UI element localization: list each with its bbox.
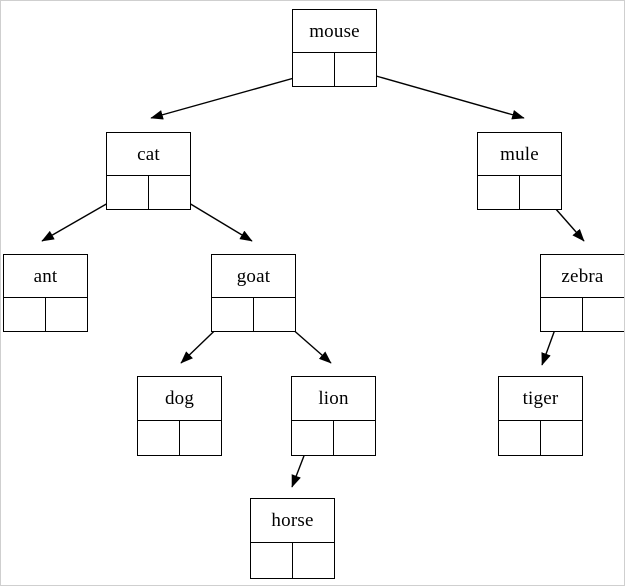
right-pointer-cell-horse[interactable]	[293, 543, 334, 578]
right-pointer-cell-lion[interactable]	[334, 421, 375, 455]
right-pointer-cell-goat[interactable]	[254, 298, 295, 331]
left-pointer-cell-goat[interactable]	[212, 298, 254, 331]
tree-node-goat[interactable]: goat	[211, 254, 296, 332]
tree-node-cat[interactable]: cat	[106, 132, 191, 210]
node-label-mule: mule	[500, 143, 539, 165]
node-pointers-mule	[478, 175, 561, 209]
node-label-mouse: mouse	[309, 20, 360, 42]
left-pointer-cell-horse[interactable]	[251, 543, 293, 578]
node-pointers-dog	[138, 420, 221, 455]
tree-node-lion[interactable]: lion	[291, 376, 376, 456]
node-label-tiger: tiger	[522, 388, 559, 409]
tree-node-zebra[interactable]: zebra	[540, 254, 624, 332]
node-pointers-tiger	[499, 420, 582, 455]
node-label-ant: ant	[33, 265, 58, 287]
left-pointer-cell-cat[interactable]	[107, 176, 149, 209]
left-pointer-cell-lion[interactable]	[292, 421, 334, 455]
tree-node-dog[interactable]: dog	[137, 376, 222, 456]
tree-node-tiger[interactable]: tiger	[498, 376, 583, 456]
right-pointer-cell-cat[interactable]	[149, 176, 190, 209]
tree-node-ant[interactable]: ant	[3, 254, 88, 332]
right-pointer-cell-dog[interactable]	[180, 421, 221, 455]
node-pointers-cat	[107, 175, 190, 209]
node-pointers-lion	[292, 420, 375, 455]
node-label-cat: cat	[137, 143, 160, 165]
edge-mouse-left-to-cat	[150, 72, 313, 120]
tree-node-mouse[interactable]: mouse	[292, 9, 377, 87]
left-pointer-cell-mule[interactable]	[478, 176, 520, 209]
node-pointers-horse	[251, 542, 334, 578]
right-pointer-cell-mouse[interactable]	[335, 53, 376, 86]
node-pointers-goat	[212, 297, 295, 331]
tree-node-mule[interactable]: mule	[477, 132, 562, 210]
left-pointer-cell-tiger[interactable]	[499, 421, 541, 455]
tree-node-horse[interactable]: horse	[250, 498, 335, 579]
right-pointer-cell-ant[interactable]	[46, 298, 87, 331]
right-pointer-cell-tiger[interactable]	[541, 421, 582, 455]
node-pointers-ant	[4, 297, 87, 331]
node-pointers-mouse	[293, 52, 376, 86]
node-label-zebra: zebra	[561, 265, 604, 287]
left-pointer-cell-mouse[interactable]	[293, 53, 335, 86]
node-label-lion: lion	[318, 388, 349, 409]
edge-mouse-right-to-mule	[354, 69, 525, 120]
node-label-goat: goat	[236, 265, 271, 287]
left-pointer-cell-zebra[interactable]	[541, 298, 583, 331]
node-pointers-zebra	[541, 297, 624, 331]
left-pointer-cell-ant[interactable]	[4, 298, 46, 331]
left-pointer-cell-dog[interactable]	[138, 421, 180, 455]
right-pointer-cell-mule[interactable]	[520, 176, 561, 209]
node-label-horse: horse	[271, 510, 314, 531]
right-pointer-cell-zebra[interactable]	[583, 298, 624, 331]
node-label-dog: dog	[164, 388, 195, 409]
